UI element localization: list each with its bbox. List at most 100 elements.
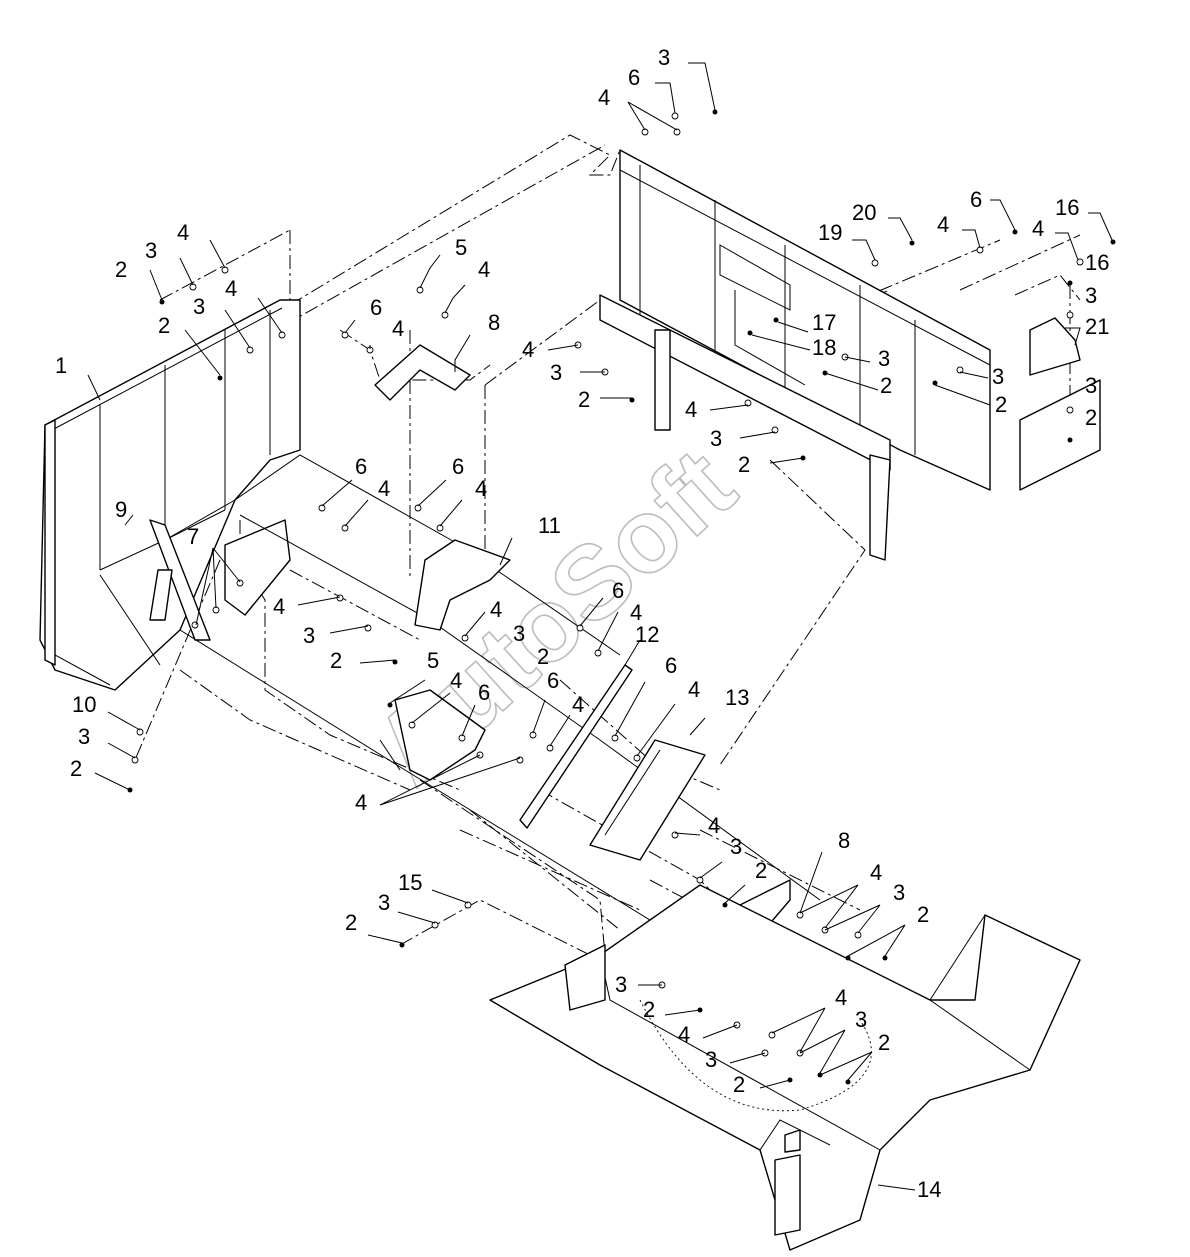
callout-2: 2 [878,1030,890,1055]
callout-3: 3 [855,1007,867,1032]
callout-2: 2 [345,910,357,935]
callout-20: 20 [852,200,876,225]
callout-2: 2 [70,756,82,781]
callout-4: 4 [870,860,882,885]
callout-4: 4 [490,597,502,622]
callout-10: 10 [72,692,96,717]
callout-3: 3 [615,972,627,997]
callout-19: 19 [818,220,842,245]
callout-1: 1 [55,353,67,378]
callout-6: 6 [370,295,382,320]
callout-3: 3 [705,1047,717,1072]
callout-15: 15 [398,870,422,895]
callout-4: 4 [1032,216,1044,241]
callout-3: 3 [78,724,90,749]
callout-8: 8 [488,310,500,335]
callout-21: 21 [1085,314,1109,339]
callout-4: 4 [630,600,642,625]
callout-3: 3 [378,890,390,915]
callout-3: 3 [513,621,525,646]
callout-6: 6 [547,668,559,693]
callout-3: 3 [893,880,905,905]
callout-6: 6 [355,454,367,479]
callout-3: 3 [1085,283,1097,308]
callout-5: 5 [455,235,467,260]
callout-3: 3 [1085,373,1097,398]
callout-4: 4 [937,212,949,237]
callout-2: 2 [1085,405,1097,430]
callout-18: 18 [812,335,836,360]
callout-12: 12 [635,622,659,647]
part-5-lower-bracket [394,689,486,781]
part-11-gusset [414,539,511,631]
part-13-plate [589,739,706,861]
callout-4: 4 [378,476,390,501]
leader-lines [87,62,1113,1191]
callout-3: 3 [550,360,562,385]
callout-4: 4 [678,1022,690,1047]
callout-3: 3 [658,45,670,70]
callout-4: 4 [355,790,367,815]
callout-labels: 3 6 4 20 19 6 4 16 4 16 3 21 17 18 3 2 3… [55,45,1109,1202]
callout-2: 2 [330,648,342,673]
callout-3: 3 [710,426,722,451]
callout-6: 6 [628,65,640,90]
callout-2: 2 [158,313,170,338]
callout-4: 4 [475,476,487,501]
callout-4: 4 [835,985,847,1010]
callout-4: 4 [685,397,697,422]
callout-4: 4 [177,220,189,245]
callout-8: 8 [838,828,850,853]
callout-4: 4 [572,692,584,717]
callout-4: 4 [688,677,700,702]
callout-6: 6 [452,454,464,479]
callout-4: 4 [392,316,404,341]
callout-6: 6 [970,187,982,212]
part-12-strip [519,664,633,829]
callout-4: 4 [450,668,462,693]
callout-4: 4 [708,813,720,838]
callout-2: 2 [733,1072,745,1097]
callout-2: 2 [738,452,750,477]
callout-3: 3 [992,364,1004,389]
callout-13: 13 [725,685,749,710]
callout-3: 3 [145,238,157,263]
callout-4: 4 [225,276,237,301]
part-1-left-bin-panel [39,299,301,691]
part-14-lower-hopper [489,884,1081,1251]
part-8-upper-bracket [374,344,471,401]
callout-2: 2 [917,902,929,927]
callout-9: 9 [115,497,127,522]
callout-3: 3 [303,623,315,648]
callout-5: 5 [427,648,439,673]
callout-2: 2 [755,858,767,883]
callout-17: 17 [812,310,836,335]
right-side-plate [1019,379,1101,491]
callout-4: 4 [273,594,285,619]
callout-2: 2 [115,257,127,282]
callout-11: 11 [538,513,561,538]
callout-4: 4 [522,337,534,362]
part-9-10-braces [149,519,211,641]
callout-2: 2 [643,997,655,1022]
callout-4: 4 [478,257,490,282]
callout-3: 3 [730,834,742,859]
callout-2: 2 [537,644,549,669]
callout-2: 2 [995,392,1007,417]
callout-2: 2 [578,387,590,412]
callout-6: 6 [612,578,624,603]
part-7-plate [224,519,291,616]
callout-16: 16 [1085,250,1109,275]
callout-16: 16 [1055,195,1079,220]
callout-6: 6 [478,680,490,705]
part-21-cover [1029,317,1081,376]
callout-3: 3 [878,346,890,371]
callout-3: 3 [193,294,205,319]
callout-14: 14 [917,1177,941,1202]
callout-6: 6 [665,653,677,678]
callout-2: 2 [880,373,892,398]
rear-wall-panel [599,149,991,561]
callout-4: 4 [598,85,610,110]
